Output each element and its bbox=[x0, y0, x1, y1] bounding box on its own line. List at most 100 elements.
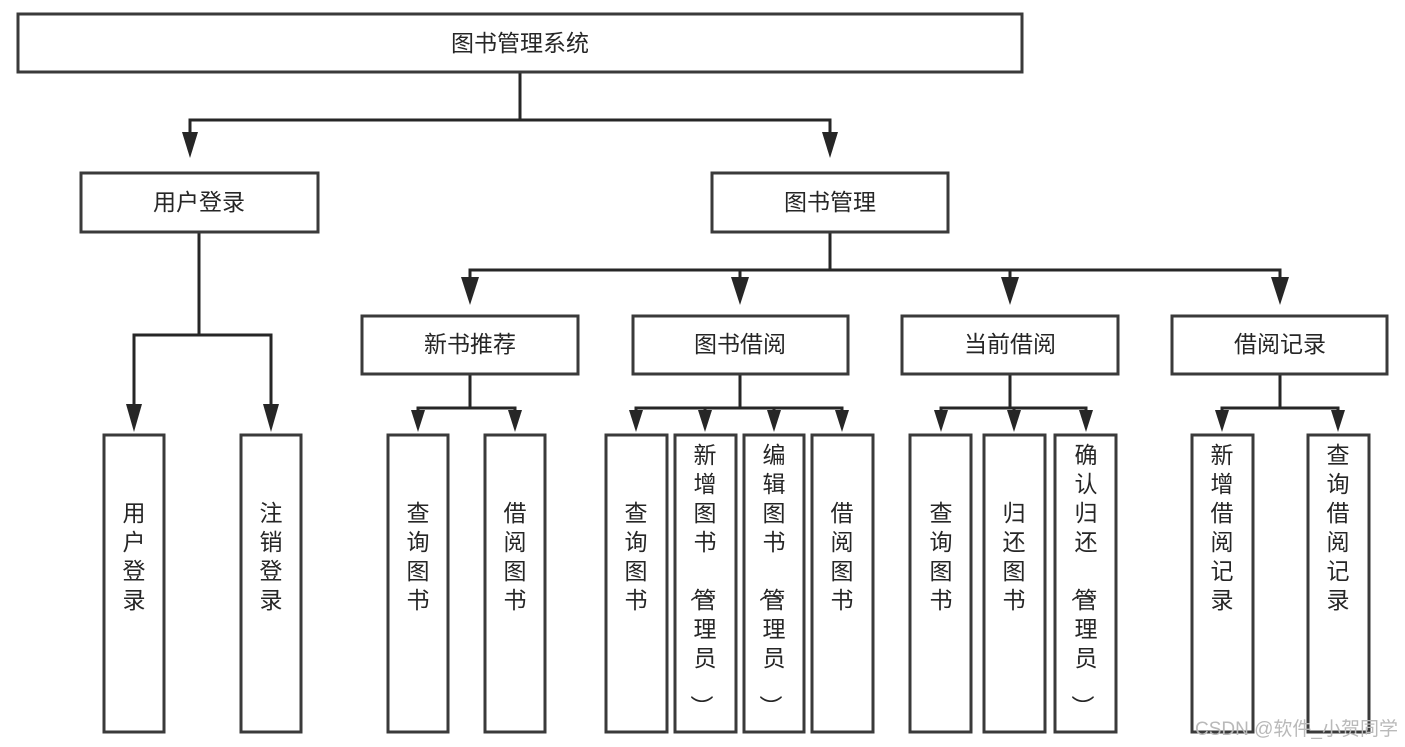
node-new-book-recommend[interactable]: 新书推荐 bbox=[360, 314, 580, 376]
node-user-login-box[interactable] bbox=[79, 171, 320, 234]
leaf-node-logout[interactable]: 注销登录 bbox=[239, 433, 303, 734]
leaf-borrow-book-1-label: 借阅图书 bbox=[504, 500, 527, 613]
connector-group-user-login bbox=[126, 232, 279, 432]
arrow-head-current-borrow bbox=[1001, 277, 1019, 305]
leaf-node-borrow-book-1[interactable]: 借阅图书 bbox=[483, 433, 547, 734]
connector-group-new-book-recommend bbox=[411, 374, 522, 432]
leaf-borrow-book-2-label: 借阅图书 bbox=[831, 500, 854, 613]
leaf-query-book-3-box[interactable] bbox=[908, 433, 973, 734]
connector-nb-to-leaf-query bbox=[416, 374, 472, 415]
node-root-label: 图书管理系统 bbox=[451, 30, 589, 56]
node-book-manage-label: 图书管理 bbox=[784, 189, 876, 215]
leaf-logout-label: 注销登录 bbox=[260, 500, 283, 613]
leaf-query-record-label: 查询借阅记录 bbox=[1327, 442, 1350, 613]
node-current-borrow[interactable]: 当前借阅 bbox=[900, 314, 1120, 376]
connector-group-current-borrow bbox=[934, 374, 1093, 432]
leaf-node-add-record[interactable]: 新增借阅记录 bbox=[1190, 433, 1255, 734]
leaf-add-book-label: 新增图书（管理员） bbox=[689, 442, 717, 718]
leaf-add-record-box[interactable] bbox=[1190, 433, 1255, 734]
node-current-borrow-label: 当前借阅 bbox=[964, 331, 1056, 357]
connector-group-root bbox=[182, 72, 838, 158]
arrow-head-leaf-borrow-book-1 bbox=[508, 410, 522, 432]
node-root[interactable]: 图书管理系统 bbox=[16, 12, 1024, 74]
leaf-borrow-book-2-box[interactable] bbox=[810, 433, 875, 734]
arrow-head-user-login bbox=[182, 132, 198, 158]
leaf-node-return-book[interactable]: 归还图书 bbox=[982, 433, 1047, 734]
arrow-head-leaf-add-book bbox=[698, 410, 712, 432]
node-book-borrow-label: 图书借阅 bbox=[694, 331, 786, 357]
node-book-manage-box[interactable] bbox=[710, 171, 950, 234]
leaf-query-book-1-box[interactable] bbox=[386, 433, 450, 734]
watermark-text: CSDN @软件_小贺同学 bbox=[1195, 718, 1398, 740]
leaf-return-book-label: 归还图书 bbox=[1003, 500, 1026, 613]
leaf-query-book-2-box[interactable] bbox=[604, 433, 669, 734]
node-book-manage[interactable]: 图书管理 bbox=[710, 171, 950, 234]
node-new-book-recommend-box[interactable] bbox=[360, 314, 580, 376]
leaf-user-login-box[interactable] bbox=[102, 433, 166, 734]
leaf-confirm-return-label: 确认归还（管理员） bbox=[1070, 442, 1098, 718]
arrow-head-leaf-edit-book bbox=[767, 410, 781, 432]
leaf-confirm-return-box[interactable] bbox=[1053, 433, 1118, 734]
node-root-box[interactable] bbox=[16, 12, 1024, 74]
arrow-head-borrow-record bbox=[1271, 277, 1289, 305]
leaf-add-book-box[interactable] bbox=[673, 433, 738, 734]
node-borrow-record[interactable]: 借阅记录 bbox=[1170, 314, 1389, 376]
connector-root-to-book-manage bbox=[520, 118, 832, 133]
leaf-node-query-book-1[interactable]: 查询图书 bbox=[386, 433, 450, 734]
node-borrow-record-label: 借阅记录 bbox=[1234, 331, 1326, 357]
connector-root-to-user-login bbox=[188, 72, 522, 133]
arrow-head-leaf-logout bbox=[263, 404, 279, 432]
connector-bm-to-new-book bbox=[468, 232, 832, 278]
node-book-borrow-box[interactable] bbox=[631, 314, 850, 376]
connector-group-book-borrow bbox=[629, 374, 849, 432]
connector-group-borrow-record bbox=[1215, 374, 1345, 432]
connector-nb-to-leaf-borrow bbox=[470, 406, 517, 415]
connector-cb-to-leaf-query bbox=[939, 374, 1012, 415]
arrow-head-book-borrow bbox=[731, 277, 749, 305]
arrow-head-leaf-query-book-2 bbox=[629, 410, 643, 432]
arrow-head-leaf-query-book-3 bbox=[934, 410, 948, 432]
connector-br-to-leaf-add bbox=[1220, 374, 1282, 415]
node-user-login[interactable]: 用户登录 bbox=[79, 171, 320, 234]
arrow-head-leaf-return-book bbox=[1007, 410, 1021, 432]
leaf-node-confirm-return[interactable]: 确认归还（管理员） bbox=[1053, 433, 1118, 734]
arrow-head-leaf-confirm-return bbox=[1079, 410, 1093, 432]
leaf-query-record-box[interactable] bbox=[1306, 433, 1371, 734]
leaf-node-borrow-book-2[interactable]: 借阅图书 bbox=[810, 433, 875, 734]
leaf-node-query-book-2[interactable]: 查询图书 bbox=[604, 433, 669, 734]
arrow-head-new-book-recommend bbox=[461, 277, 479, 305]
leaf-node-user-login[interactable]: 用户登录 bbox=[102, 433, 166, 734]
arrow-head-leaf-user-login bbox=[126, 404, 142, 432]
leaf-query-book-2-label: 查询图书 bbox=[625, 500, 648, 613]
leaf-return-book-box[interactable] bbox=[982, 433, 1047, 734]
leaf-add-record-label: 新增借阅记录 bbox=[1211, 442, 1234, 613]
leaf-user-login-label: 用户登录 bbox=[123, 500, 146, 613]
node-current-borrow-box[interactable] bbox=[900, 314, 1120, 376]
connector-bm-to-borrow-record bbox=[830, 268, 1282, 278]
arrow-head-leaf-query-book-1 bbox=[411, 410, 425, 432]
node-new-book-recommend-label: 新书推荐 bbox=[424, 331, 516, 357]
connector-ul-to-leaf-user-login bbox=[132, 232, 201, 405]
node-user-login-label: 用户登录 bbox=[153, 189, 245, 215]
connector-cb-to-leaf-confirm bbox=[1010, 406, 1088, 415]
arrow-head-leaf-query-record bbox=[1331, 410, 1345, 432]
leaf-node-query-record[interactable]: 查询借阅记录 bbox=[1306, 433, 1371, 734]
leaf-query-book-1-label: 查询图书 bbox=[407, 500, 430, 613]
leaf-edit-book-label: 编辑图书（管理员） bbox=[758, 442, 786, 718]
node-borrow-record-box[interactable] bbox=[1170, 314, 1389, 376]
leaf-edit-book-box[interactable] bbox=[742, 433, 806, 734]
connector-bb-to-leaf-query bbox=[634, 374, 742, 415]
leaf-node-edit-book[interactable]: 编辑图书（管理员） bbox=[742, 433, 806, 734]
arrow-head-book-manage bbox=[822, 132, 838, 158]
arrow-head-leaf-borrow-book-2 bbox=[835, 410, 849, 432]
arrow-head-leaf-add-record bbox=[1215, 410, 1229, 432]
leaf-node-query-book-3[interactable]: 查询图书 bbox=[908, 433, 973, 734]
leaf-borrow-book-1-box[interactable] bbox=[483, 433, 547, 734]
leaf-logout-box[interactable] bbox=[239, 433, 303, 734]
node-book-borrow[interactable]: 图书借阅 bbox=[631, 314, 850, 376]
connector-ul-to-leaf-logout bbox=[199, 333, 273, 405]
leaf-node-add-book[interactable]: 新增图书（管理员） bbox=[673, 433, 738, 734]
connector-br-to-leaf-query bbox=[1280, 406, 1340, 415]
